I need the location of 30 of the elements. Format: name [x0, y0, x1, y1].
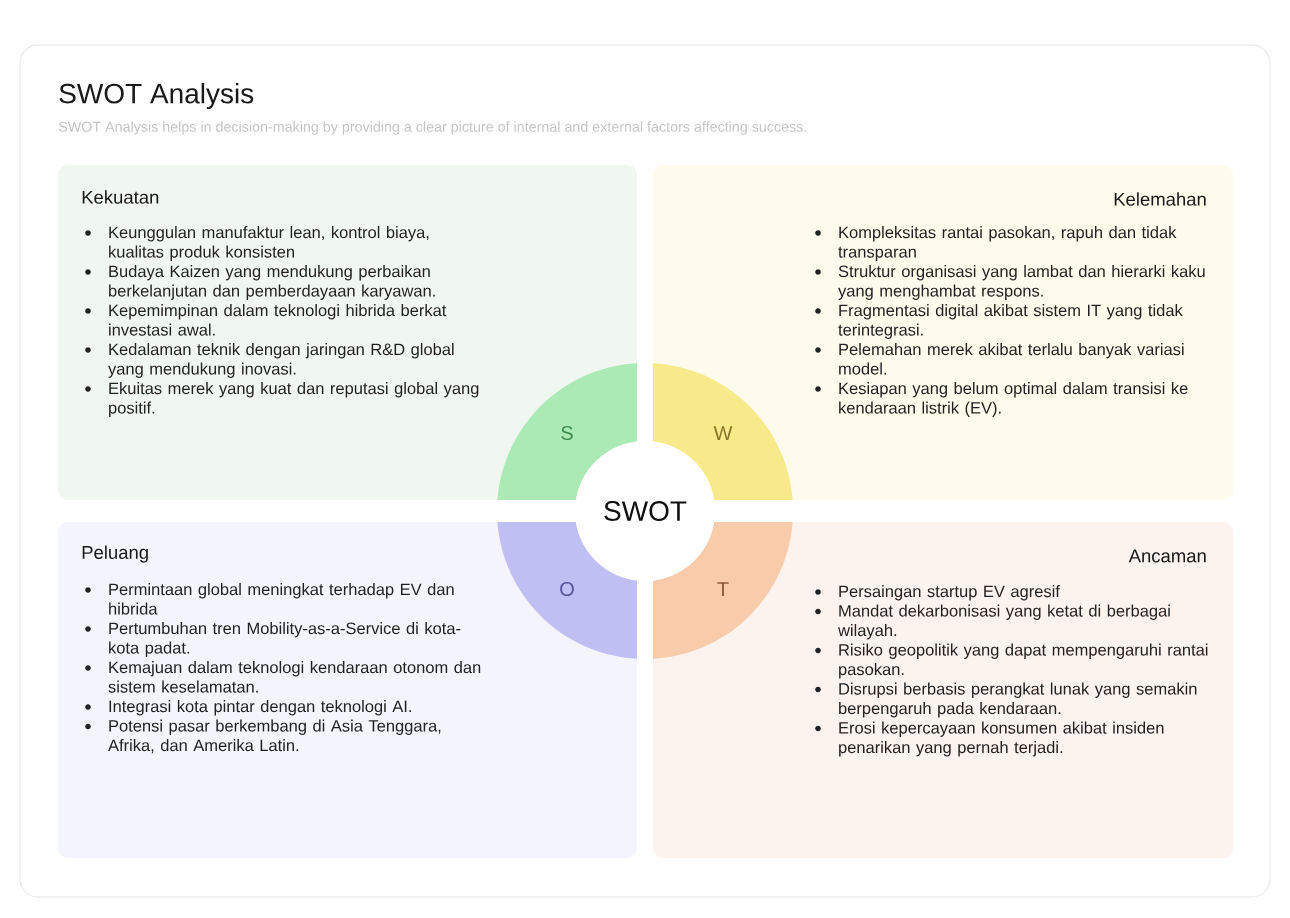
panel-heading: Kekuatan: [82, 190, 159, 204]
panel-heading: Ancaman: [1128, 549, 1206, 563]
bullet-text: Kepemimpinan dalam teknologi hibrida berkat investasi awal.: [109, 304, 447, 336]
subtitle: SWOT Analysis helps in decision-making by providing a clear picture of internal and external factors affecting success.: [58, 121, 807, 135]
bullet-text: Pelemahan merek akibat terlalu banyak variasi model.: [839, 343, 1184, 375]
bullet-text: Fragmentasi digital akibat sistem IT yang tidak terintegrasi.: [838, 304, 1183, 339]
bullet-text: Kemajuan dalam teknologi kendaraan otonom dan sistem keselamatan.: [108, 661, 481, 693]
bullet-text: Kedalaman teknik dengan jaringan R&D global yang mendukung inovasi.: [108, 343, 454, 378]
bullet-text: Keunggulan manufaktur lean, kontrol biaya, kualitas produk konsisten: [109, 226, 429, 261]
bullet-text: Kesiapan yang belum optimal dalam transisi ke kendaraan listrik (EV).: [839, 382, 1188, 417]
bullet-text: Disrupsi berbasis perangkat lunak yang semakin berpengaruh pada kendaraan.: [839, 682, 1197, 718]
ring-segment: W: [653, 363, 793, 500]
ring-segment: T: [653, 522, 793, 659]
ring-segment: S: [497, 363, 637, 500]
bullet-text: Struktur organisasi yang lambat dan hierarki kaku yang menghambat respons.: [838, 265, 1205, 300]
bullet-text: Ekuitas merek yang kuat dan reputasi global yang positif.: [109, 382, 479, 417]
ring-segment: O: [497, 522, 637, 659]
bullet-text: Budaya Kaizen yang mendukung perbaikan berkelanjutan dan pemberdayaan karyawan.: [109, 265, 435, 300]
bullet-text: Integrasi kota pintar dengan teknologi AI.: [109, 700, 411, 716]
bullet-text: Persaingan startup EV agresif: [839, 585, 1060, 601]
bullet-text: Risiko geopolitik yang dapat mempengaruhi rantai pasokan.: [839, 643, 1208, 679]
panel-heading: Peluang: [82, 545, 148, 563]
bullet-text: Kompleksitas rantai pasokan, rapuh dan tidak transparan: [838, 226, 1177, 261]
title: SWOT Analysis: [59, 82, 254, 110]
panel-heading: Kelemahan: [1114, 192, 1206, 206]
bullet-text: Mandat dekarbonisasi yang ketat di berbagai wilayah.: [838, 604, 1170, 640]
bullet-text: Potensi pasar berkembang di Asia Tenggara, Afrika, dan Amerika Latin.: [108, 719, 441, 754]
bullet-text: Erosi kepercayaan konsumen akibat insiden penarikan yang pernah terjadi.: [839, 721, 1164, 757]
bullet-text: Permintaan global meningkat terhadap EV dan hibrida: [109, 583, 454, 615]
bullet-text: Pertumbuhan tren Mobility-as-a-Service di kota-kota padat.: [109, 622, 461, 657]
